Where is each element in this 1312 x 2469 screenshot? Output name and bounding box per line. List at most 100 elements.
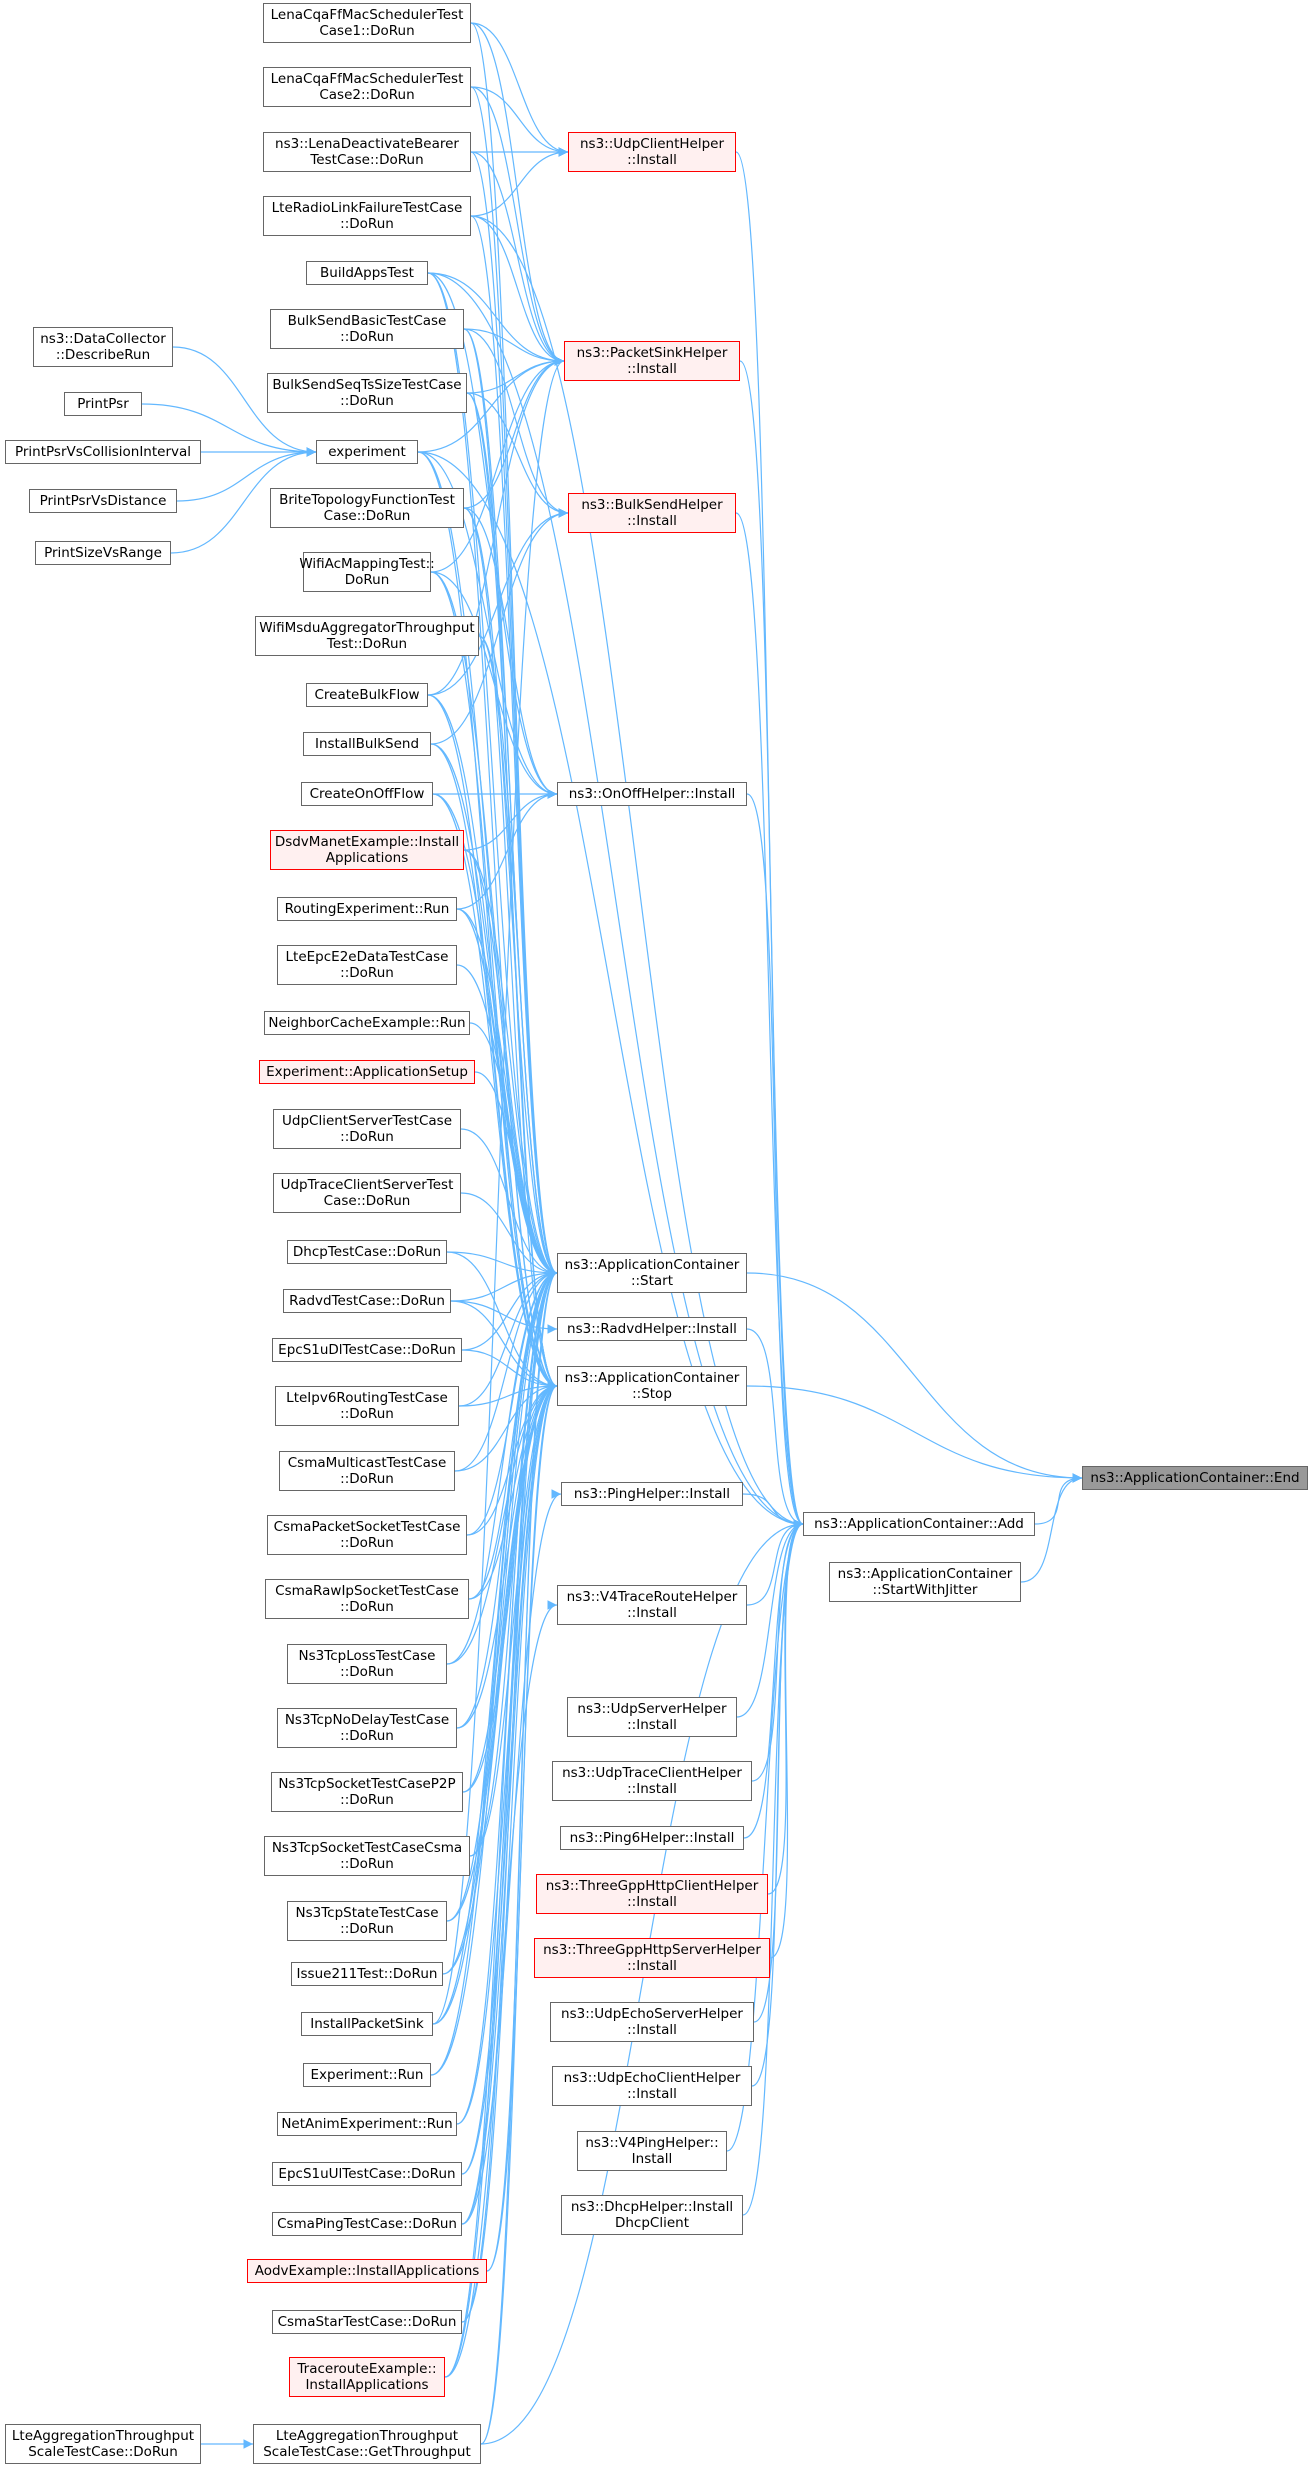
call-edge [432,793,558,1391]
call-edge [469,1268,558,1857]
call-edge [444,1600,558,2378]
call-edge [743,1519,804,1839]
node-create-onoff-flow[interactable]: CreateOnOffFlow [301,782,433,806]
call-edge [170,447,317,554]
node-ping6-helper-install[interactable]: ns3::Ping6Helper::Install [560,1826,744,1850]
call-edge [446,1251,558,1278]
call-edge [454,1268,558,1472]
call-edge [430,1268,558,2076]
call-edge [461,1268,558,1351]
node-radvd-helper-install[interactable]: ns3::RadvdHelper::Install [557,1317,747,1341]
call-edge [470,86,569,157]
node-udp-server-helper-install[interactable]: ns3::UdpServerHelper::Install [567,1697,737,1737]
node-build-apps-test[interactable]: BuildAppsTest [306,261,428,285]
call-edge [746,1385,1083,1483]
node-issue211-test[interactable]: Issue211Test::DoRun [291,1962,443,1986]
node-install-bulk-send[interactable]: InstallBulkSend [303,732,431,756]
node-application-container-end: ns3::ApplicationContainer::End [1082,1466,1308,1490]
node-lte-radio-link-failure[interactable]: LteRadioLinkFailureTestCase::DoRun [263,196,471,236]
call-edge [1020,1473,1083,1583]
node-aodv-example-install-applications[interactable]: AodvExample::InstallApplications [247,2259,487,2283]
node-csma-multicast-test[interactable]: CsmaMulticastTestCase::DoRun [279,1451,455,1491]
node-print-size-vs-range[interactable]: PrintSizeVsRange [35,541,171,565]
node-application-container-stop[interactable]: ns3::ApplicationContainer::Stop [557,1366,747,1406]
node-lte-ipv6-routing-test[interactable]: LteIpv6RoutingTestCase::DoRun [275,1386,459,1426]
node-routing-experiment[interactable]: RoutingExperiment::Run [277,897,457,921]
call-edge [454,1381,558,1472]
node-v4-ping-helper-install[interactable]: ns3::V4PingHelper::Install [577,2131,727,2171]
node-ns3-tcp-loss-test[interactable]: Ns3TcpLossTestCase::DoRun [287,1644,447,1684]
node-install-packet-sink[interactable]: InstallPacketSink [301,2012,433,2036]
node-traceroute-example[interactable]: TracerouteExample::InstallApplications [289,2357,445,2397]
node-data-collector-describe-run[interactable]: ns3::DataCollector::DescribeRun [33,327,173,367]
node-ns3-tcp-socket-csma-test[interactable]: Ns3TcpSocketTestCaseCsma::DoRun [264,1836,470,1876]
node-udp-client-server-test[interactable]: UdpClientServerTestCase::DoRun [273,1109,461,1149]
node-csma-star-test[interactable]: CsmaStarTestCase::DoRun [272,2310,462,2334]
node-lte-epc-e2e-data[interactable]: LteEpcE2eDataTestCase::DoRun [277,945,457,985]
node-udp-echo-client-helper-install[interactable]: ns3::UdpEchoClientHelper::Install [552,2066,752,2106]
node-three-gpp-http-server-helper-install[interactable]: ns3::ThreeGppHttpServerHelper::Install [534,1938,770,1978]
node-csma-ping-test[interactable]: CsmaPingTestCase::DoRun [272,2212,462,2236]
call-edge [463,328,565,366]
node-ns3-tcp-socket-p2p-test[interactable]: Ns3TcpSocketTestCaseP2P::DoRun [271,1772,463,1812]
call-edge [466,1381,558,1536]
node-udp-trace-client-helper-install[interactable]: ns3::UdpTraceClientHelper::Install [552,1761,752,1801]
node-ns3-tcp-state-test[interactable]: Ns3TcpStateTestCase::DoRun [287,1901,447,1941]
node-ns3-tcp-nodelay-test[interactable]: Ns3TcpNoDelayTestCase::DoRun [277,1708,457,1748]
call-edge [444,1381,558,2378]
node-onoff-helper-install[interactable]: ns3::OnOffHelper::Install [557,782,747,806]
node-netanim-experiment-run[interactable]: NetAnimExperiment::Run [277,2112,457,2136]
node-bulk-send-seq-ts[interactable]: BulkSendSeqTsSizeTestCase::DoRun [267,373,467,413]
call-edge [462,1268,558,1793]
node-neighbor-cache-example[interactable]: NeighborCacheExample::Run [264,1011,470,1035]
node-bulk-send-helper-install[interactable]: ns3::BulkSendHelper::Install [568,493,736,533]
node-v4-trace-route-helper-install[interactable]: ns3::V4TraceRouteHelper::Install [557,1585,747,1625]
node-epc-s1u-dl-test[interactable]: EpcS1uDlTestCase::DoRun [272,1338,462,1362]
node-experiment-run[interactable]: Experiment::Run [303,2063,431,2087]
node-print-psr[interactable]: PrintPsr [64,392,142,416]
node-three-gpp-http-client-helper-install[interactable]: ns3::ThreeGppHttpClientHelper::Install [536,1874,768,1914]
call-edge [463,849,558,1278]
call-edge [463,789,558,851]
node-csma-rawip-socket-test[interactable]: CsmaRawIpSocketTestCase::DoRun [265,1579,469,1619]
call-edge [458,1381,558,1407]
call-edge [463,328,569,518]
call-edge [469,1381,558,1857]
call-edge [470,215,565,366]
node-udp-client-helper-install[interactable]: ns3::UdpClientHelper::Install [568,132,736,172]
node-print-psr-vs-collision-interval[interactable]: PrintPsrVsCollisionInterval [5,440,201,464]
node-udp-echo-server-helper-install[interactable]: ns3::UdpEchoServerHelper::Install [550,2002,754,2042]
call-edge [450,1300,558,1334]
call-edge [427,694,558,1391]
node-experiment-application-setup[interactable]: Experiment::ApplicationSetup [259,1060,475,1084]
node-create-bulk-flow[interactable]: CreateBulkFlow [306,683,428,707]
node-application-container-start-with-jitter[interactable]: ns3::ApplicationContainer::StartWithJitt… [829,1562,1021,1602]
node-application-container-start[interactable]: ns3::ApplicationContainer::Start [557,1253,747,1293]
node-radvd-test-case[interactable]: RadvdTestCase::DoRun [283,1289,451,1313]
node-csma-packet-socket-test[interactable]: CsmaPacketSocketTestCase::DoRun [267,1515,467,1555]
node-dhcp-test-case[interactable]: DhcpTestCase::DoRun [287,1240,447,1264]
node-ping-helper-install[interactable]: ns3::PingHelper::Install [561,1482,743,1506]
node-application-container-add[interactable]: ns3::ApplicationContainer::Add [803,1512,1035,1536]
node-wifi-ac-mapping[interactable]: WifiAcMappingTest::DoRun [299,552,435,592]
node-print-psr-vs-distance[interactable]: PrintPsrVsDistance [29,489,177,513]
call-edge [432,1381,558,2025]
call-edge [417,451,558,799]
node-experiment[interactable]: experiment [316,440,418,464]
node-packet-sink-helper-install[interactable]: ns3::PacketSinkHelper::Install [564,341,740,381]
node-epc-s1u-ul-test[interactable]: EpcS1uUlTestCase::DoRun [272,2162,462,2186]
call-edge [446,1268,558,1665]
node-bulk-send-basic[interactable]: BulkSendBasicTestCase::DoRun [270,309,464,349]
call-edge [480,1519,804,2445]
